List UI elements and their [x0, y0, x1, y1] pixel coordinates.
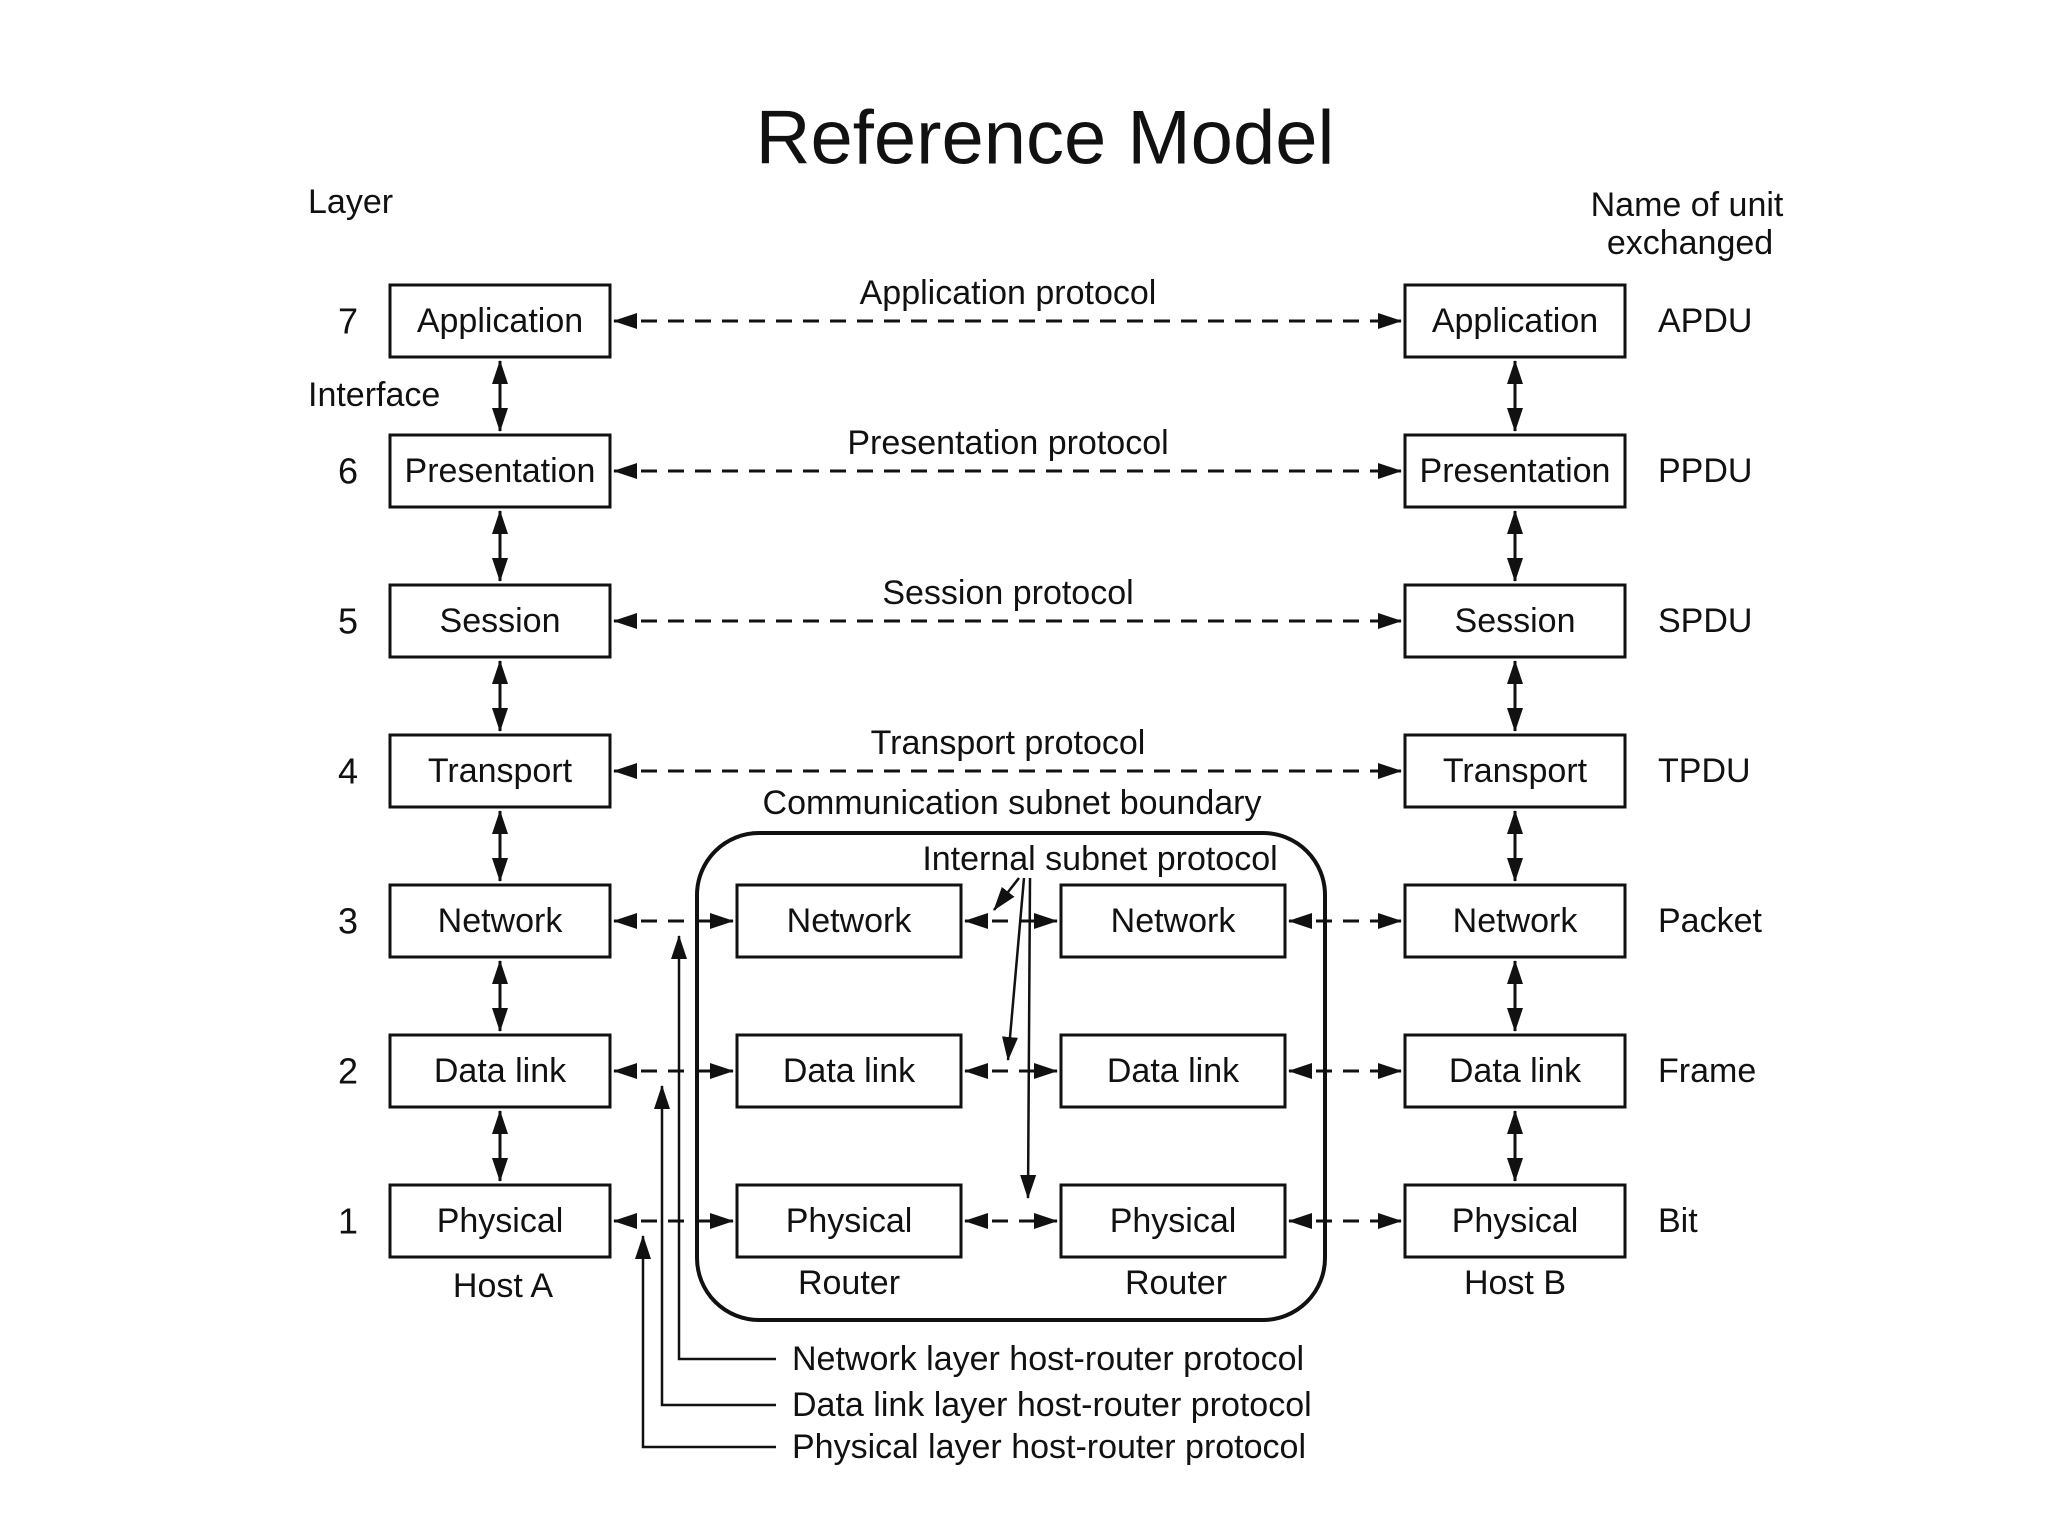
- layer-number-5: 5: [338, 601, 358, 642]
- hostb-box-datalink: Data link: [1403, 1033, 1627, 1109]
- unit-packet: Packet: [1658, 902, 1762, 940]
- router1-box-datalink: Data link: [735, 1033, 963, 1109]
- hostb-label-transport: Transport: [1443, 752, 1588, 790]
- unit-column-header-line2: exchanged: [1607, 224, 1773, 262]
- legend-network-label: Network layer host-router protocol: [792, 1340, 1304, 1378]
- layer-number-2: 2: [338, 1051, 358, 1092]
- hostb-box-network: Network: [1403, 883, 1627, 959]
- hosta-box-physical: Physical: [388, 1183, 612, 1259]
- router-1-stack: Network Data link Physical: [735, 883, 963, 1259]
- router1-box-physical: Physical: [735, 1183, 963, 1259]
- layer-column-header: Layer: [308, 183, 393, 221]
- host-b-label: Host B: [1464, 1264, 1566, 1302]
- legend-physical-label: Physical layer host-router protocol: [792, 1428, 1306, 1466]
- subnet-boundary-label: Communication subnet boundary: [763, 784, 1262, 822]
- hosta-box-application: Application: [388, 283, 612, 359]
- router1-label-physical: Physical: [786, 1202, 913, 1240]
- router1-label-datalink: Data link: [783, 1052, 916, 1090]
- unit-bit: Bit: [1658, 1202, 1698, 1240]
- hostb-label-network: Network: [1453, 902, 1579, 940]
- internal-protocol-arrow-network: [993, 877, 1020, 911]
- unit-apdu: APDU: [1658, 302, 1752, 340]
- host-router-protocol-legend: Network layer host-router protocol Data …: [635, 935, 1312, 1466]
- hostb-box-session: Session: [1403, 583, 1627, 659]
- hosta-label-network: Network: [438, 902, 564, 940]
- hosta-box-session: Session: [388, 583, 612, 659]
- peer-protocol-arrows: Application protocol Presentation protoc…: [613, 274, 1402, 779]
- hostb-label-session: Session: [1455, 602, 1576, 640]
- hosta-label-transport: Transport: [428, 752, 573, 790]
- internal-subnet-protocol-label: Internal subnet protocol: [922, 840, 1277, 878]
- host-a-stack: Application Presentation Session Transpo…: [388, 283, 612, 1259]
- unit-name-column: APDU PPDU SPDU TPDU Packet Frame Bit: [1658, 302, 1762, 1240]
- unit-ppdu: PPDU: [1658, 452, 1752, 490]
- host-b-stack: Application Presentation Session Transpo…: [1403, 283, 1627, 1259]
- hosta-label-presentation: Presentation: [405, 452, 596, 490]
- hostb-box-transport: Transport: [1403, 733, 1627, 809]
- layer-number-6: 6: [338, 451, 358, 492]
- application-protocol-label: Application protocol: [860, 274, 1157, 312]
- unit-tpdu: TPDU: [1658, 752, 1751, 790]
- unit-column-header-line1: Name of unit: [1591, 186, 1784, 224]
- hostb-box-physical: Physical: [1403, 1183, 1627, 1259]
- legend-connector-network: [671, 935, 776, 1361]
- layer-number-4: 4: [338, 751, 358, 792]
- hostb-label-physical: Physical: [1452, 1202, 1579, 1240]
- internal-subnet-protocol-arrows: [993, 877, 1037, 1199]
- hosta-label-application: Application: [417, 302, 583, 340]
- layer-number-3: 3: [338, 901, 358, 942]
- legend-datalink-label: Data link layer host-router protocol: [792, 1386, 1312, 1424]
- router2-footer-label: Router: [1125, 1264, 1227, 1302]
- hostb-label-presentation: Presentation: [1420, 452, 1611, 490]
- hosta-label-session: Session: [440, 602, 561, 640]
- unit-spdu: SPDU: [1658, 602, 1752, 640]
- router-2-stack: Network Data link Physical: [1059, 883, 1287, 1259]
- hosta-box-datalink: Data link: [388, 1033, 612, 1109]
- router2-box-datalink: Data link: [1059, 1033, 1287, 1109]
- layer-number-1: 1: [338, 1201, 358, 1242]
- hostb-label-datalink: Data link: [1449, 1052, 1582, 1090]
- hop-arrows: [613, 913, 1402, 1229]
- hosta-box-transport: Transport: [388, 733, 612, 809]
- router2-box-network: Network: [1059, 883, 1287, 959]
- interface-label: Interface: [308, 376, 440, 414]
- router1-footer-label: Router: [798, 1264, 900, 1302]
- transport-protocol-label: Transport protocol: [871, 724, 1146, 762]
- layer-number-column: 7 6 5 4 3 2 1: [338, 301, 358, 1242]
- internal-protocol-arrow-physical: [1020, 877, 1037, 1199]
- hosta-box-presentation: Presentation: [388, 433, 612, 509]
- hostb-box-presentation: Presentation: [1403, 433, 1627, 509]
- router2-label-network: Network: [1111, 902, 1237, 940]
- page-title: Reference Model: [756, 96, 1335, 181]
- unit-frame: Frame: [1658, 1052, 1756, 1090]
- router1-label-network: Network: [787, 902, 913, 940]
- hosta-label-datalink: Data link: [434, 1052, 567, 1090]
- legend-connector-datalink: [654, 1085, 776, 1407]
- router2-box-physical: Physical: [1059, 1183, 1287, 1259]
- hostb-box-application: Application: [1403, 283, 1627, 359]
- session-protocol-label: Session protocol: [882, 574, 1133, 612]
- hosta-label-physical: Physical: [437, 1202, 564, 1240]
- hosta-box-network: Network: [388, 883, 612, 959]
- hostb-label-application: Application: [1432, 302, 1598, 340]
- host-a-label: Host A: [453, 1267, 553, 1305]
- layer-number-7: 7: [338, 301, 358, 342]
- router1-box-network: Network: [735, 883, 963, 959]
- router2-label-physical: Physical: [1110, 1202, 1237, 1240]
- internal-protocol-arrow-datalink: [1002, 877, 1026, 1061]
- legend-connector-physical: [635, 1235, 776, 1449]
- router2-label-datalink: Data link: [1107, 1052, 1240, 1090]
- presentation-protocol-label: Presentation protocol: [847, 424, 1168, 462]
